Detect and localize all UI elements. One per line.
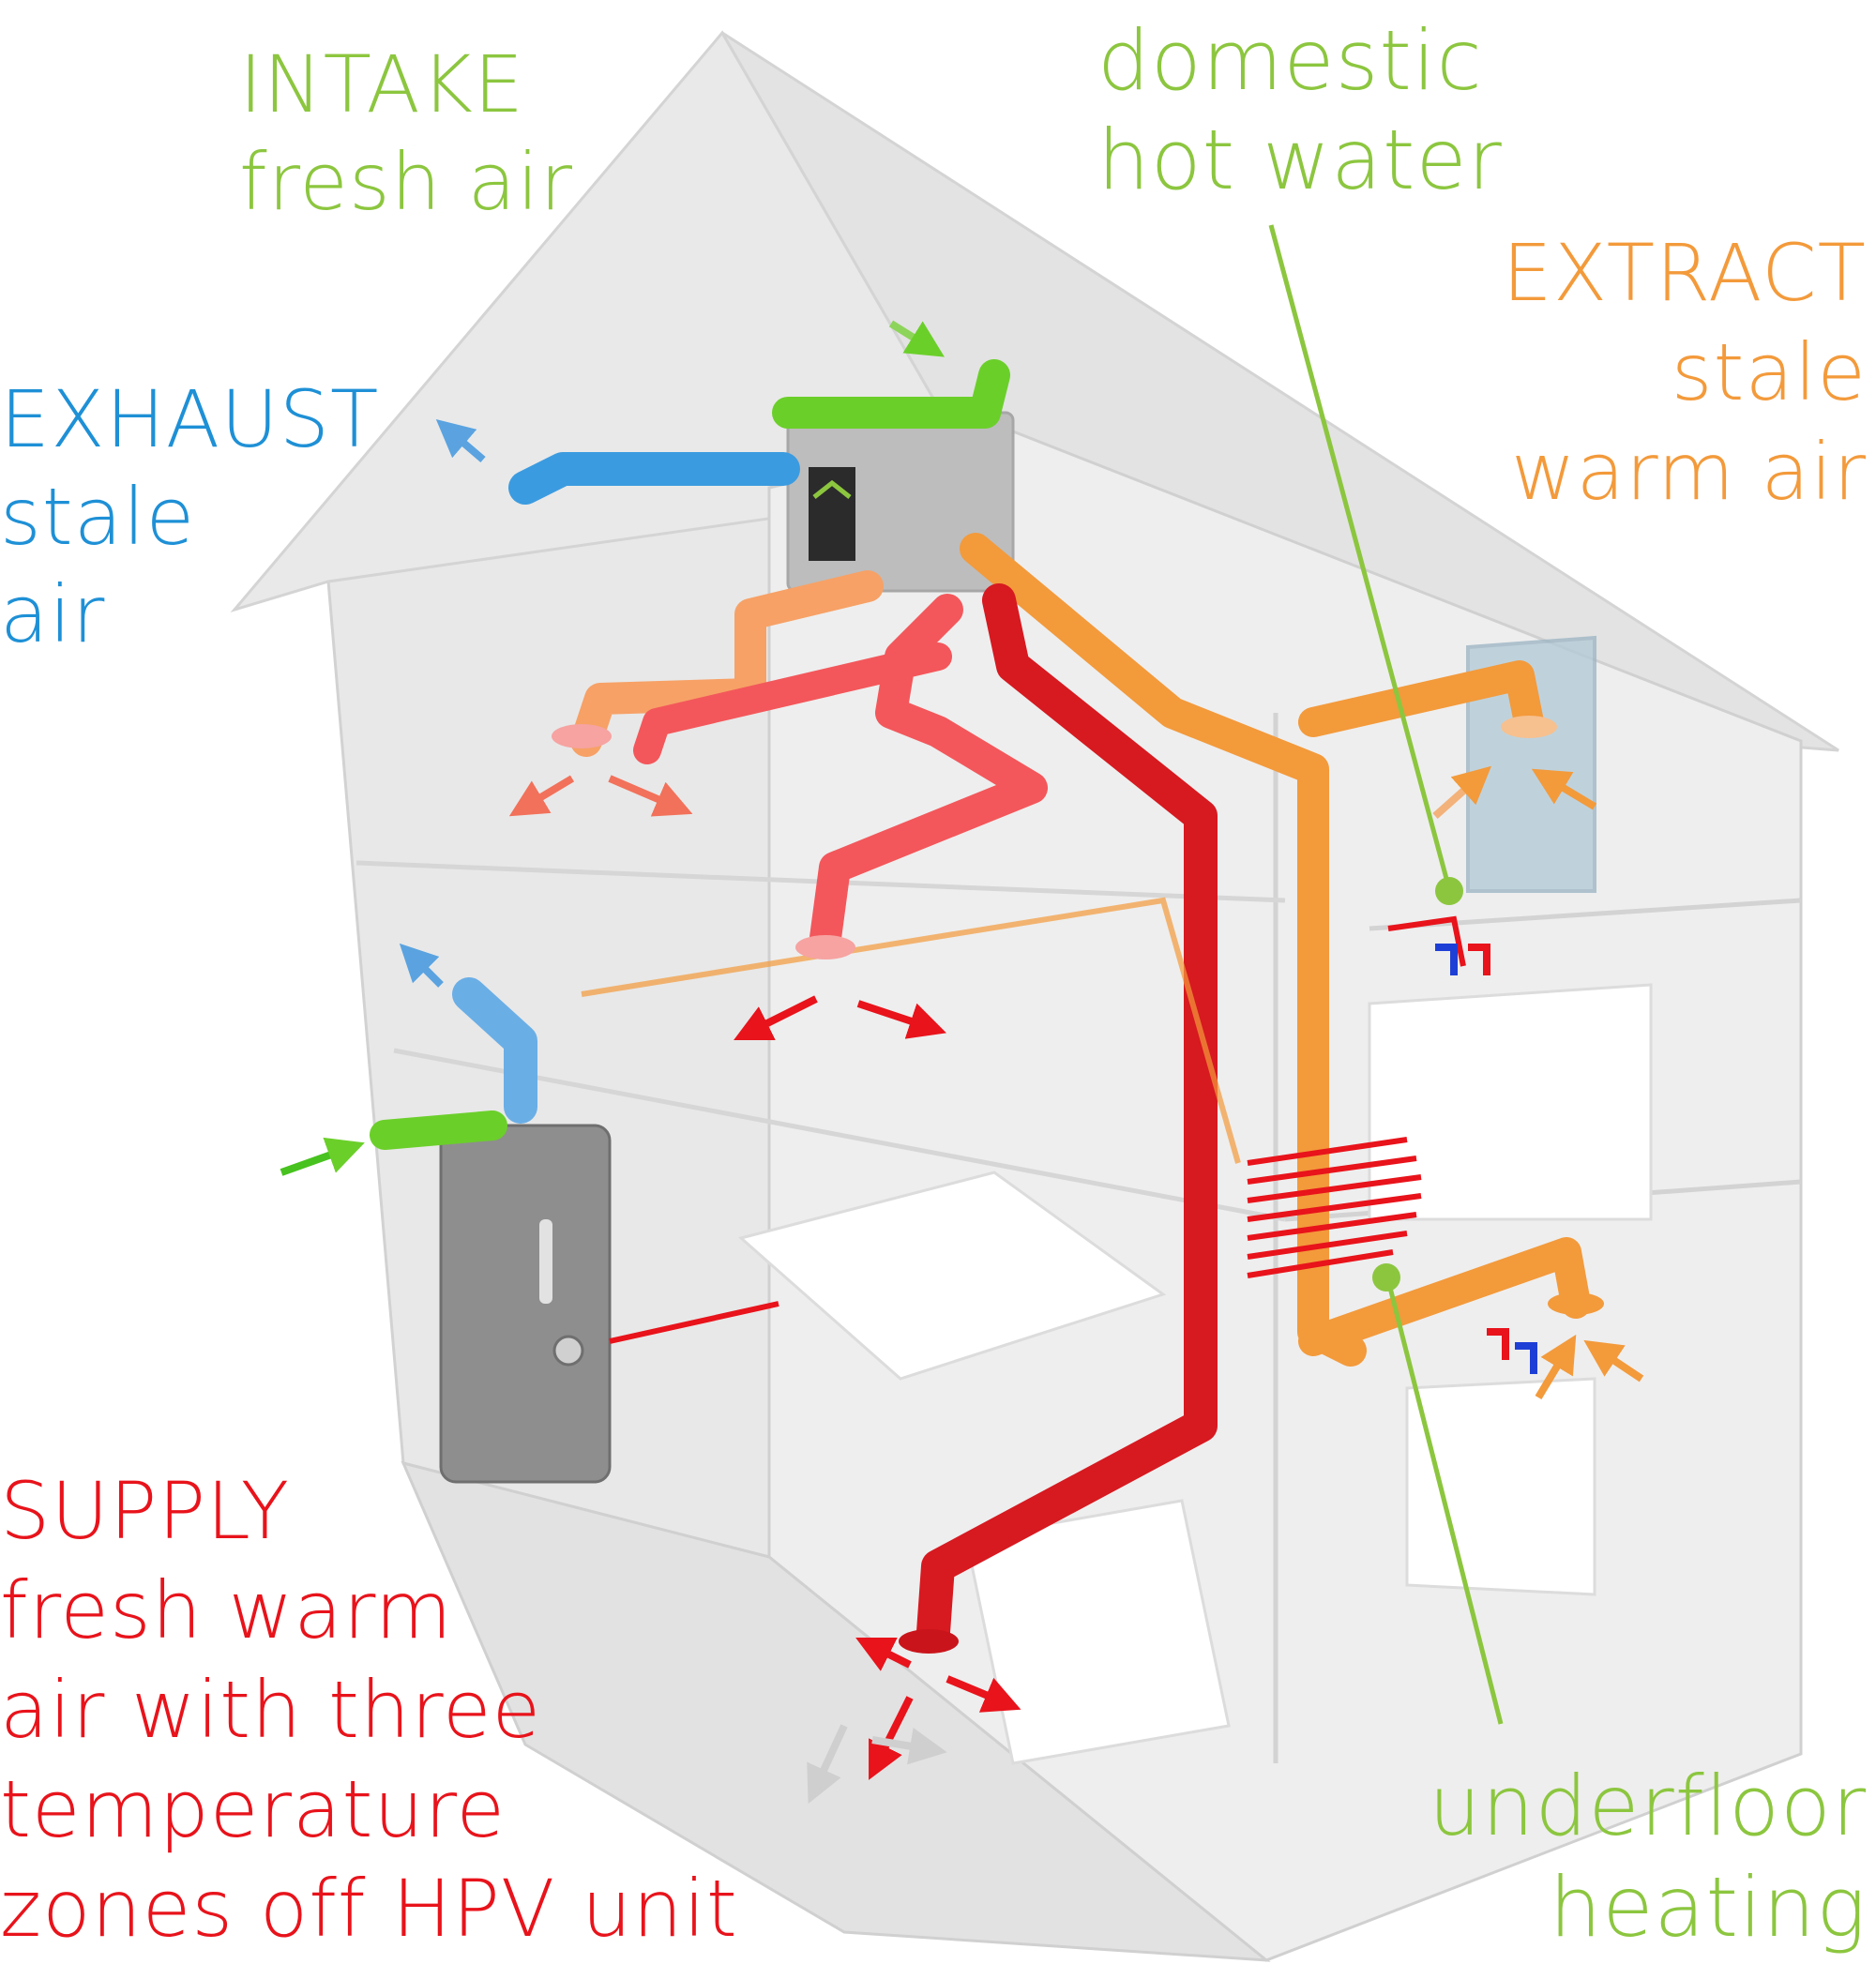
basin-hot-tap-icon bbox=[1487, 1328, 1509, 1360]
heating-pipes bbox=[581, 897, 1466, 1344]
heat-pump-cylinder bbox=[439, 1124, 612, 1484]
side-floor-edge bbox=[1369, 898, 1802, 931]
extract-arrow-icon bbox=[1432, 765, 1491, 819]
supply-arrow-icon bbox=[508, 775, 575, 817]
bath-hot-tap-icon bbox=[1468, 944, 1490, 975]
ufh-label-line-1: underfloor bbox=[1428, 1758, 1867, 1854]
extract-label-line-3: warm air bbox=[1510, 426, 1867, 518]
extract-diffuser-lower bbox=[1548, 1292, 1604, 1315]
exhaust-arrow-icon bbox=[399, 943, 444, 988]
bath bbox=[1368, 983, 1653, 1221]
dhw-label-line-2: hot water bbox=[1097, 112, 1503, 208]
supply-arrow-icon bbox=[946, 1675, 1021, 1713]
exhaust-ducts bbox=[452, 452, 800, 1124]
supply-label-line-1: SUPPLY bbox=[0, 1465, 291, 1557]
supply-arrow-icon bbox=[855, 1638, 912, 1671]
supply-diffuser-middle bbox=[795, 935, 855, 959]
exhaust-duct-roof bbox=[508, 452, 800, 505]
gray-arrow-icon bbox=[807, 1724, 848, 1805]
bed bbox=[737, 1171, 1167, 1381]
supply-label-line-3: air with three bbox=[0, 1664, 542, 1756]
intake-label-line-1: INTAKE bbox=[239, 38, 525, 130]
bath-cold-tap-icon bbox=[1435, 944, 1458, 975]
dhw-leader-dot bbox=[1435, 877, 1463, 905]
exhaust-arrow-icon bbox=[435, 418, 486, 463]
dhw-pipe bbox=[1387, 915, 1466, 967]
basin-cold-tap-icon bbox=[1515, 1342, 1537, 1374]
diffusers bbox=[552, 716, 1604, 1654]
cylinder-pipe bbox=[609, 1301, 779, 1344]
callout-leaders bbox=[1268, 224, 1504, 1725]
supply-duct-branch bbox=[633, 642, 952, 764]
window bbox=[1466, 635, 1596, 893]
extract-label-line-2: stale bbox=[1671, 326, 1867, 418]
extract-arrow-icon bbox=[1531, 768, 1597, 810]
exhaust-label: EXHAUST stale air bbox=[0, 370, 379, 663]
exhaust-label-line-1: EXHAUST bbox=[0, 373, 380, 465]
exhaust-label-line-2: stale bbox=[0, 471, 196, 563]
intake-duct-roof bbox=[772, 359, 1010, 429]
intake-ducts bbox=[370, 359, 1010, 1150]
supply-label-line-2: fresh warm bbox=[0, 1564, 453, 1656]
house-shell bbox=[230, 30, 1839, 1962]
exhaust-duct-cylinder bbox=[452, 977, 537, 1124]
extract-duct-bathroom bbox=[1298, 660, 1544, 737]
supply-ducts bbox=[633, 583, 1218, 1649]
extract-arrow-icon bbox=[1535, 1334, 1577, 1400]
intake-label: INTAKE fresh air bbox=[239, 36, 573, 231]
supply-label: SUPPLY fresh warm air with three tempera… bbox=[0, 1461, 738, 1958]
flow-pipe bbox=[581, 897, 1241, 1164]
lower-floor-edge bbox=[393, 1048, 1286, 1222]
house-floor-base bbox=[401, 1460, 1271, 1962]
extract-label-line-1: EXTRACT bbox=[1502, 227, 1867, 319]
supply-arrow-icon bbox=[856, 1000, 946, 1039]
supply-arrow-icon bbox=[608, 775, 693, 817]
washbasin bbox=[1405, 1377, 1596, 1596]
ufh-label-line-2: heating bbox=[1549, 1859, 1867, 1956]
intake-arrow-icon bbox=[888, 320, 945, 357]
extract-label: EXTRACT stale warm air bbox=[1503, 223, 1867, 521]
supply-label-line-4: temperature bbox=[0, 1763, 506, 1855]
domestic-hot-water-label: domestic hot water bbox=[1097, 11, 1503, 210]
intake-duct-cylinder bbox=[370, 1110, 507, 1150]
underfloor-coil bbox=[1247, 1137, 1422, 1278]
supply-arrow-icon bbox=[869, 1696, 914, 1780]
gray-arrow-icon bbox=[871, 1727, 947, 1765]
ufh-leader-line bbox=[1385, 1279, 1504, 1725]
supply-diffuser-lower bbox=[899, 1629, 959, 1654]
supply-label-line-5: zones off HPV unit bbox=[0, 1863, 738, 1955]
dhw-label-line-1: domestic bbox=[1097, 12, 1483, 109]
underfloor-heating-label: underfloor heating bbox=[1429, 1756, 1867, 1958]
supply-diffuser-upper bbox=[552, 724, 612, 748]
intake-label-line-2: fresh air bbox=[239, 136, 573, 228]
supply-duct-main bbox=[916, 583, 1218, 1649]
taps bbox=[1435, 944, 1537, 1374]
ufh-leader-dot bbox=[1372, 1263, 1400, 1292]
flow-arrows bbox=[280, 320, 1644, 1805]
extract-arrow-icon bbox=[1583, 1339, 1644, 1382]
dhw-leader-line bbox=[1268, 224, 1452, 890]
extract-diffuser-bathroom bbox=[1501, 716, 1557, 738]
supply-arrow-icon bbox=[734, 995, 818, 1040]
exhaust-label-line-3: air bbox=[0, 568, 106, 660]
intake-arrow-icon bbox=[280, 1137, 365, 1176]
